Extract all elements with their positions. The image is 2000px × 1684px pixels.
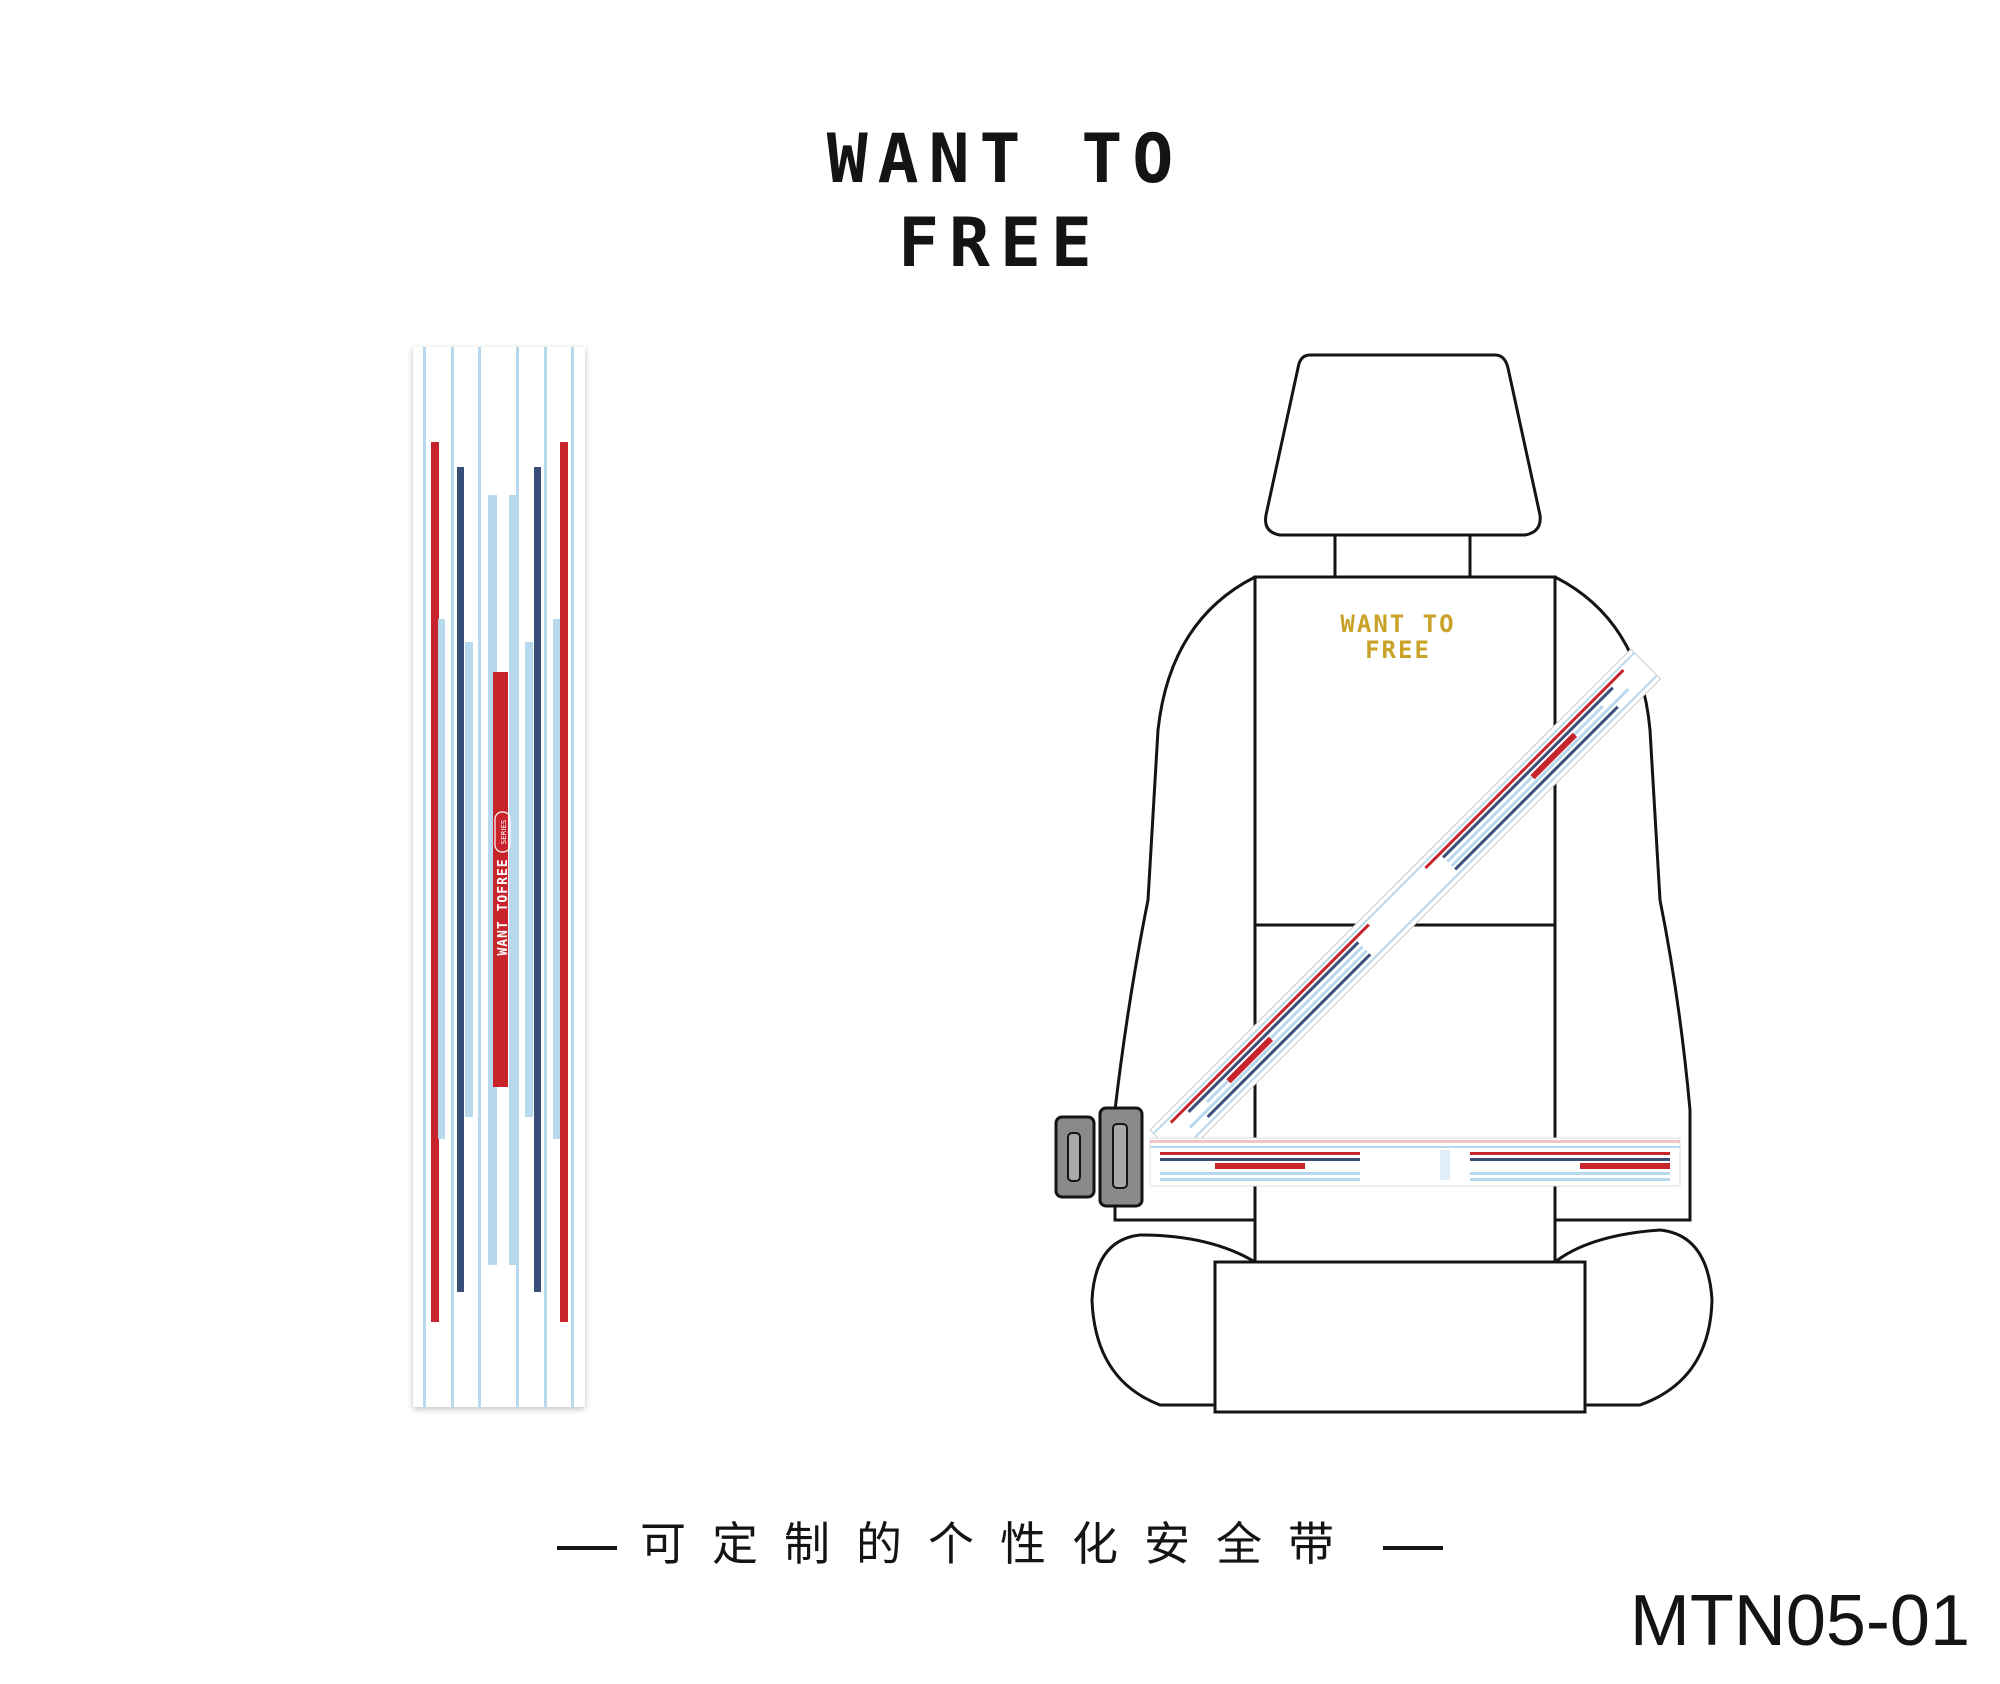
seat-cushion-center bbox=[1213, 1260, 1587, 1414]
strap-navy-line-right bbox=[534, 467, 541, 1292]
strap-lightblue-line-2 bbox=[465, 642, 473, 1117]
strap-navy-line-left bbox=[457, 467, 464, 1292]
strap-lightblue-line-6 bbox=[553, 619, 560, 1139]
model-code: MTN05-01 bbox=[1629, 1581, 1970, 1661]
seat-headrest-post bbox=[1333, 533, 1472, 579]
seatbelt-strap-pattern: WANT TOFREE SERIES bbox=[413, 347, 585, 1407]
brand-logo: WANT TO FREE bbox=[0, 118, 2000, 286]
tagline-dash-left bbox=[557, 1545, 618, 1550]
strap-red-line-right bbox=[560, 442, 568, 1322]
brand-logo-line2: FREE bbox=[898, 204, 1102, 283]
tagline: 可定制的个性化安全带 bbox=[0, 1508, 2000, 1574]
seatbelt-shoulder-strap bbox=[1149, 648, 1662, 1161]
tagline-dash-right bbox=[1382, 1545, 1443, 1550]
strap-lightblue-line-4 bbox=[509, 495, 518, 1265]
strap-label-text: WANT TOFREE bbox=[496, 858, 511, 955]
strap-lightblue-line-1 bbox=[438, 619, 445, 1139]
tagline-text: 可定制的个性化安全带 bbox=[640, 1517, 1360, 1571]
seat-logo-line1: WANT TO bbox=[1340, 610, 1455, 638]
seatbelt-lap-strap bbox=[1149, 1137, 1681, 1187]
strap-badge-text: SERIES bbox=[500, 819, 508, 844]
seat-logo-line2: FREE bbox=[1365, 636, 1431, 664]
strap-badge-outline bbox=[494, 811, 511, 853]
strap-lightblue-line-5 bbox=[525, 642, 533, 1117]
strap-label-group: WANT TOFREE SERIES bbox=[494, 811, 511, 956]
strap-red-line-left bbox=[431, 442, 439, 1322]
strap-center-red-band bbox=[493, 672, 508, 1087]
car-seat-illustration: WANT TO FREE bbox=[1054, 353, 1714, 1414]
seatbelt-buckle bbox=[1054, 1106, 1144, 1208]
brand-logo-line1: WANT TO bbox=[826, 120, 1184, 199]
strap-lightblue-line-3 bbox=[488, 495, 497, 1265]
seat-headrest bbox=[1264, 353, 1542, 537]
